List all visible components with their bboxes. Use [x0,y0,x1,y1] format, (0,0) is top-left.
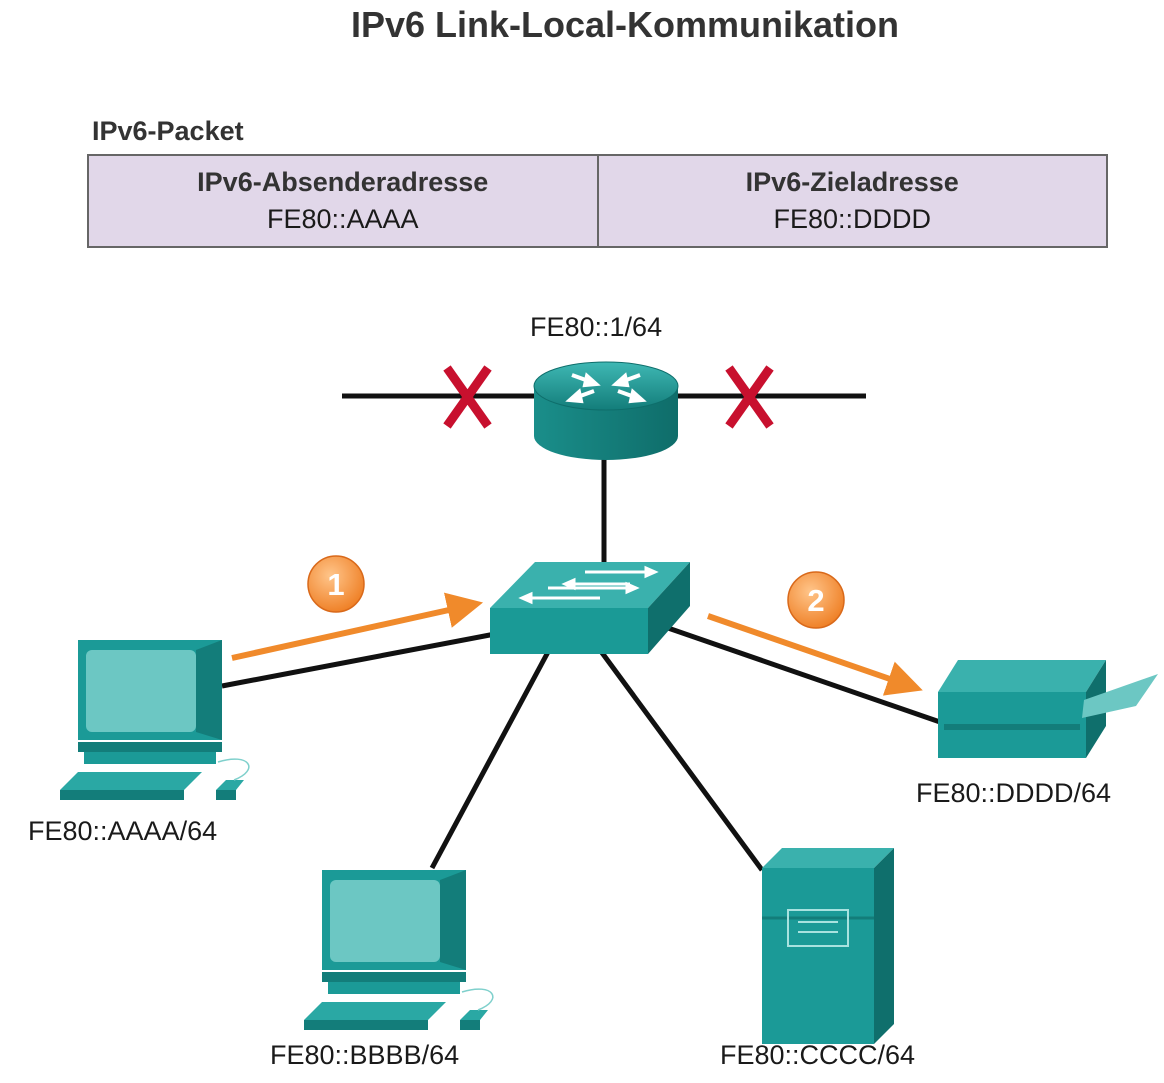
switch-pc-b-link [429,650,551,870]
pc-b-icon [304,870,494,1030]
step-badge-2: 2 [787,571,845,629]
source-address-field: IPv6-Absenderadresse FE80::AAAA [89,156,597,246]
router-address-label: FE80::1/64 [530,312,663,342]
pc-a-address-label: FE80::AAAA/64 [28,816,218,846]
source-address-header: IPv6-Absenderadresse [197,167,489,197]
destination-address-value: FE80::DDDD [773,204,932,234]
step-2-number: 2 [807,583,824,618]
diagram-title: IPv6 Link-Local-Kommunikation [350,4,900,45]
pc-a-icon [60,640,250,800]
printer-icon [938,660,1158,758]
blocked-x-left-icon [443,365,492,429]
traffic-arrow-1 [231,592,484,661]
step-badge-1: 1 [307,555,365,613]
server-address-label: FE80::CCCC/64 [720,1040,916,1070]
switch-pc-a-link [221,631,496,689]
router-icon [533,361,679,460]
server-icon [762,848,894,1044]
traffic-arrow-2 [707,613,923,696]
step-1-number: 1 [327,567,344,602]
destination-address-header: IPv6-Zieladresse [745,167,959,197]
packet-label: IPv6-Packet [92,116,244,146]
switch-printer-link [667,625,941,725]
ipv6-packet: IPv6-Absenderadresse FE80::AAAA IPv6-Zie… [87,154,1108,248]
source-address-value: FE80::AAAA [266,204,419,234]
destination-address-field: IPv6-Zieladresse FE80::DDDD [596,156,1107,246]
switch-server-link [597,648,765,872]
switch-icon [490,562,690,654]
printer-address-label: FE80::DDDD/64 [916,778,1112,808]
pc-b-address-label: FE80::BBBB/64 [270,1040,460,1070]
blocked-x-right-icon [725,365,774,429]
